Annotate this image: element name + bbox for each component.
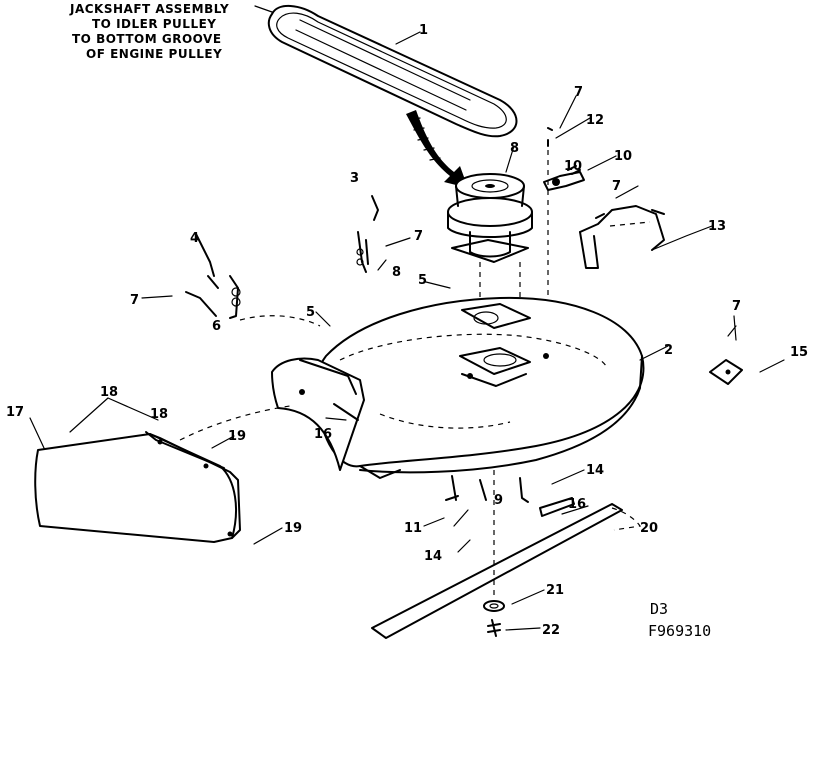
note-line-1: JACKSHAFT ASSEMBLY [69,2,229,16]
callout-5-upper: 5 [418,273,427,288]
callout-7-top: 7 [574,85,583,100]
spindle-hardware [543,127,585,191]
belt-routing-note: JACKSHAFT ASSEMBLY TO IDLER PULLEY TO BO… [69,2,273,61]
spindle-pulley-assembly [447,140,549,340]
callout-12: 12 [586,113,604,128]
right-hardware [709,315,785,385]
callout-15: 15 [790,345,808,360]
callout-7-center: 7 [414,229,423,244]
callout-22: 22 [542,623,560,638]
callout-11: 11 [404,521,422,536]
callout-9: 9 [494,493,503,508]
callout-21: 21 [546,583,564,598]
callout-20: 20 [640,521,658,536]
callout-14-upper: 14 [586,463,604,478]
callout-numbers: 1 2 3 4 5 5 6 7 7 7 7 7 8 8 9 10 10 11 1… [6,23,808,638]
callout-leaders [29,31,669,631]
note-line-4: OF ENGINE PULLEY [86,47,222,61]
callout-1: 1 [419,23,428,38]
callout-2: 2 [664,343,673,358]
drawing-code: D3 [650,600,668,618]
bracket-13 [579,205,713,269]
callout-3: 3 [350,171,359,186]
callout-7-right: 7 [612,179,621,194]
callout-7-left: 7 [130,293,139,308]
callout-14-lower: 14 [424,549,442,564]
belt-routing-arrow [406,110,468,188]
drawing-id: D3 F969310 [648,600,711,640]
discharge-chute [271,357,365,471]
callout-16-left: 16 [314,427,332,442]
v-belt [267,5,518,138]
deflector-hardware [185,195,379,327]
callout-18: 18 [100,385,118,400]
callout-4: 4 [190,231,199,246]
callout-6: 6 [212,319,221,334]
callout-18-marker: 18 [150,407,168,422]
callout-8-hardware: 8 [392,265,401,280]
deflector-shield [34,405,291,543]
callout-16-right: 16 [568,497,586,512]
note-line-2: TO IDLER PULLEY [92,17,216,31]
callout-17: 17 [6,405,24,420]
mower-deck-housing [316,296,645,479]
callout-10-small: 10 [564,159,582,174]
callout-13: 13 [708,219,726,234]
note-line-3: TO BOTTOM GROOVE [72,32,222,46]
callout-7-far-right: 7 [732,299,741,314]
leader-lines-18 [69,397,159,433]
note-leader [254,5,273,13]
blade-assembly [371,470,642,639]
callout-8-spindle: 8 [510,141,519,156]
callout-19-lower: 19 [284,521,302,536]
callout-10: 10 [614,149,632,164]
callout-5-lower: 5 [306,305,315,320]
drawing-number: F969310 [648,622,711,640]
callout-19-upper: 19 [228,429,246,444]
